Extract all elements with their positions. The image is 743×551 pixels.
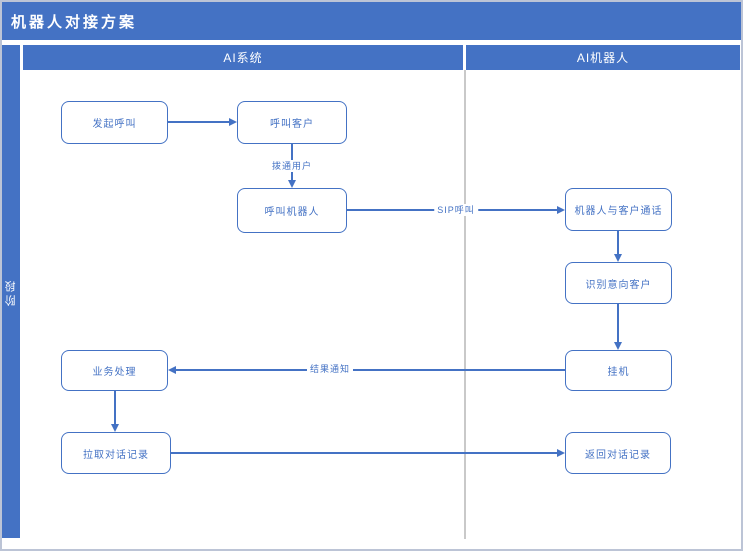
title-bar: 机器人对接方案 (2, 2, 741, 40)
edge-label-sip-call: SIP呼叫 (434, 204, 478, 216)
arrowhead-down-icon (614, 342, 622, 350)
node-identify-intent[interactable]: 识别意向客户 (565, 262, 672, 304)
phase-label: 阶段 (5, 277, 17, 306)
node-return-chat-records[interactable]: 返回对话记录 (565, 432, 671, 474)
node-call-robot[interactable]: 呼叫机器人 (237, 188, 347, 233)
arrowhead-down-icon (614, 254, 622, 262)
connector-pull-to-return (171, 452, 558, 454)
connector-business-to-pull (114, 391, 116, 425)
connector-robotcall-to-identify (617, 231, 619, 255)
diagram-title: 机器人对接方案 (11, 13, 138, 31)
node-pull-chat-records[interactable]: 拉取对话记录 (61, 432, 171, 474)
lane-label-ai-system: AI系统 (223, 51, 263, 65)
node-start-call[interactable]: 发起呼叫 (61, 101, 168, 144)
node-hang-up[interactable]: 挂机 (565, 350, 672, 391)
lane-header-ai-system: AI系统 (23, 45, 463, 70)
arrowhead-down-icon (111, 424, 119, 432)
connector-start-to-callcustomer (168, 121, 231, 123)
lane-header-ai-robot: AI机器人 (466, 45, 740, 70)
arrowhead-right-icon (557, 206, 565, 214)
lane-divider (464, 70, 466, 539)
arrowhead-right-icon (229, 118, 237, 126)
node-business-processing[interactable]: 业务处理 (61, 350, 168, 391)
node-robot-customer-call[interactable]: 机器人与客户通话 (565, 188, 672, 231)
arrowhead-left-icon (168, 366, 176, 374)
arrowhead-right-icon (557, 449, 565, 457)
connector-identify-to-hangup (617, 304, 619, 343)
edge-label-result-notify: 结果通知 (306, 363, 354, 375)
node-call-customer[interactable]: 呼叫客户 (237, 101, 347, 144)
edge-label-dial-through-user: 拨通用户 (268, 160, 316, 172)
connector-hangup-to-business (176, 369, 565, 371)
phase-strip: 阶段 (2, 45, 20, 538)
lane-label-ai-robot: AI机器人 (576, 51, 630, 65)
arrowhead-down-icon (288, 180, 296, 188)
